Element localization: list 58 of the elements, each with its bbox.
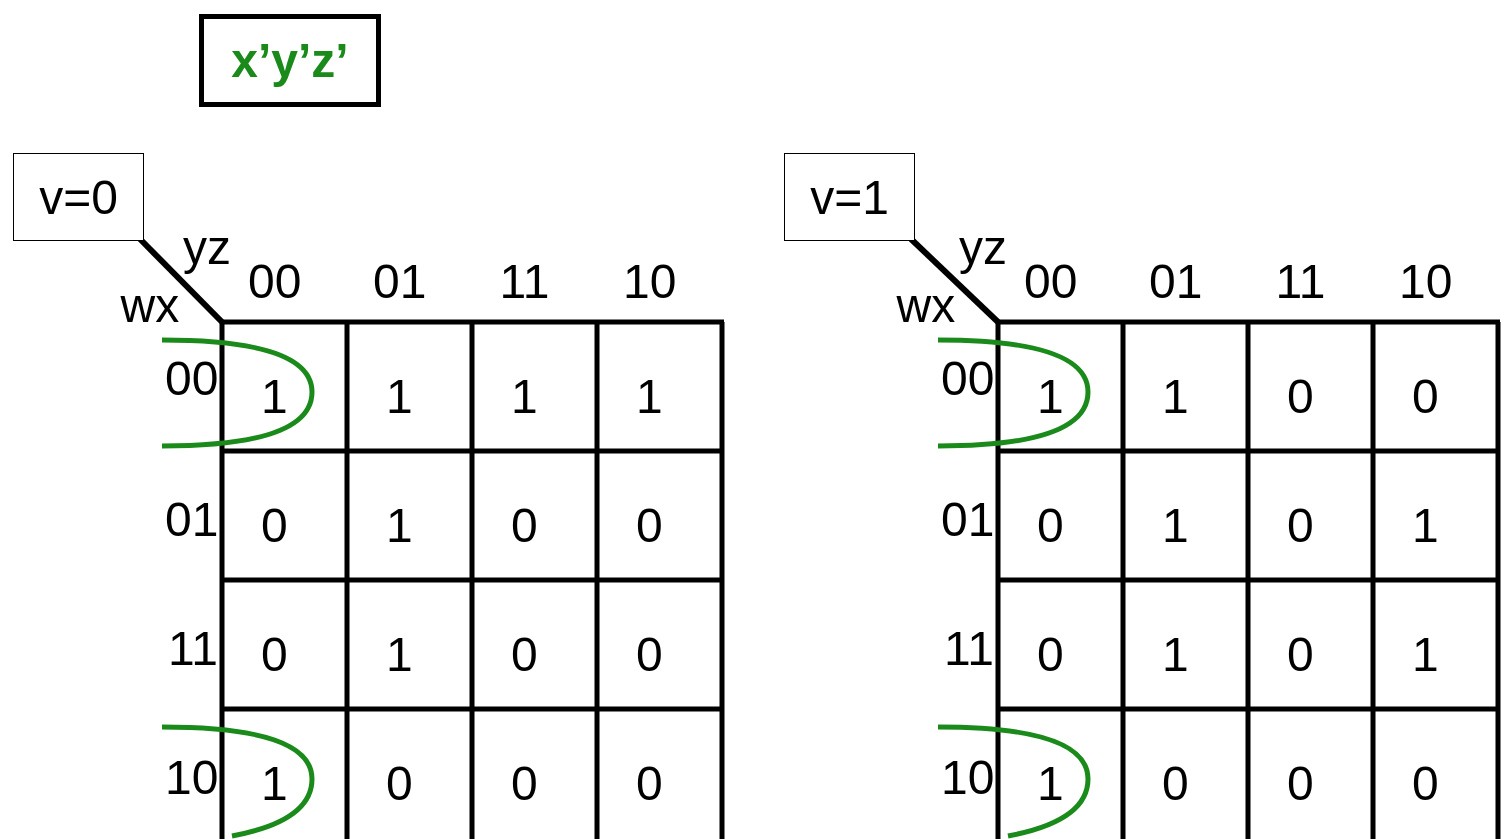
variable-box [784,153,915,241]
variable-label: v=0 [39,169,118,225]
column-header: 10 [1399,258,1453,306]
column-header: 00 [248,258,302,306]
map-value: 1 [1162,372,1189,421]
map-value: 0 [1287,501,1314,550]
column-header: 01 [373,258,427,306]
row-header: 11 [168,624,218,673]
map-value: 0 [1412,372,1439,421]
column-variable-label: yz [183,224,231,272]
map-value: 1 [261,759,288,808]
row-header: 11 [944,624,994,673]
row-header: 10 [165,753,219,802]
map-value: 0 [386,759,413,808]
map-value: 0 [1287,630,1314,679]
map-value: 0 [636,630,663,679]
expression-text: x’y’z’ [231,33,349,88]
map-value: 1 [1037,372,1064,421]
map-value: 0 [1412,759,1439,808]
map-value: 1 [261,372,288,421]
column-header: 11 [499,258,550,306]
map-value: 1 [1412,630,1439,679]
map-value: 1 [636,372,663,421]
map-value: 0 [1287,759,1314,808]
row-header: 00 [165,354,219,403]
map-value: 0 [1037,501,1064,550]
map-value: 1 [511,372,538,421]
map-value: 0 [511,501,538,550]
map-value: 0 [261,630,288,679]
map-value: 1 [1412,501,1439,550]
map-value: 0 [511,759,538,808]
column-header: 00 [1024,258,1078,306]
row-header: 00 [941,354,995,403]
map-value: 0 [636,759,663,808]
map-value: 1 [386,630,413,679]
map-value: 0 [1162,759,1189,808]
map-value: 1 [1037,759,1064,808]
column-header: 10 [623,258,677,306]
map-value: 0 [261,501,288,550]
variable-box [13,153,144,241]
map-value: 1 [1162,630,1189,679]
row-header: 01 [941,495,995,544]
row-variable-label: wx [120,282,180,330]
row-header: 01 [165,495,219,544]
title-box [199,14,381,107]
map-value: 1 [1162,501,1189,550]
map-value: 0 [1287,372,1314,421]
map-value: 0 [1037,630,1064,679]
map-value: 1 [386,372,413,421]
map-value: 1 [386,501,413,550]
column-header: 11 [1275,258,1326,306]
variable-label: v=1 [810,169,889,225]
row-variable-label: wx [896,282,956,330]
column-variable-label: yz [959,224,1007,272]
map-value: 0 [511,630,538,679]
column-header: 01 [1149,258,1203,306]
row-header: 10 [941,753,995,802]
map-value: 0 [636,501,663,550]
